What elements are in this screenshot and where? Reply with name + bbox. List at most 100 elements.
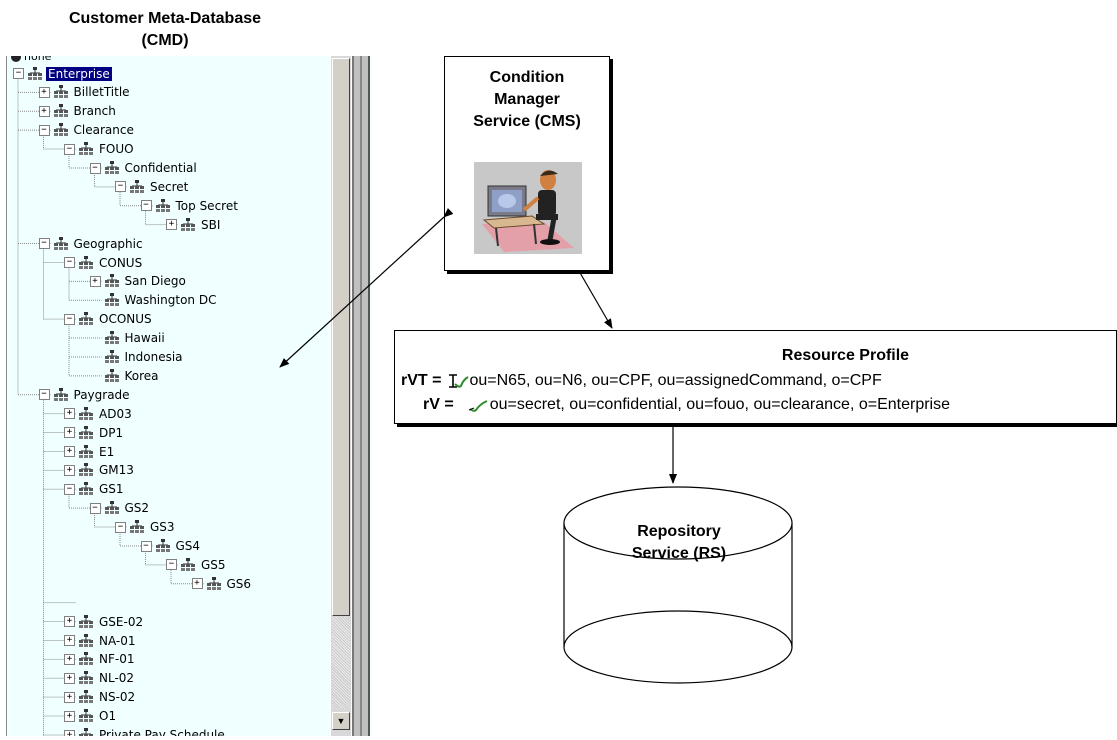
tree-node[interactable]: +NF-01 — [64, 650, 136, 669]
expand-icon[interactable]: + — [64, 653, 75, 665]
expand-icon[interactable]: + — [191, 578, 203, 590]
collapse-icon[interactable]: − — [38, 238, 50, 250]
tree-node[interactable]: Korea — [90, 366, 161, 385]
collapse-icon[interactable]: − — [115, 521, 126, 533]
collapse-icon[interactable]: − — [64, 143, 75, 155]
tree-node-label: Indonesia — [124, 350, 183, 364]
tree-node[interactable]: −GS5 — [166, 555, 228, 574]
collapse-icon[interactable]: − — [64, 483, 75, 495]
hierarchy-icon — [104, 331, 119, 345]
tree-node-label: Top Secret — [175, 198, 238, 213]
tree-node[interactable]: + Private Pay Schedule — [64, 726, 227, 736]
tree-node[interactable]: Hawaii — [90, 329, 167, 348]
collapse-icon[interactable]: − — [64, 257, 75, 268]
expand-icon[interactable]: + — [64, 616, 75, 628]
expand-icon[interactable]: + — [64, 464, 75, 476]
collapse-icon[interactable]: − — [140, 540, 152, 552]
tree-node-label: Secret — [150, 179, 189, 194]
hierarchy-icon — [104, 501, 119, 515]
tree-node[interactable]: −FOUO — [64, 140, 136, 159]
tree-node[interactable]: +NS-02 — [64, 688, 137, 707]
tree-node-label: DP1 — [99, 425, 124, 440]
tree-node[interactable]: +San Diego — [89, 272, 188, 291]
expand-icon[interactable]: + — [89, 275, 101, 287]
collapse-icon[interactable]: − — [89, 502, 101, 514]
tree-node-label: Washington DC — [124, 293, 217, 308]
expand-icon[interactable]: + — [64, 672, 75, 684]
tree-node-label: E1 — [99, 444, 115, 459]
tree-node[interactable]: Washington DC — [90, 291, 219, 310]
scrollbar-track[interactable] — [332, 617, 350, 709]
collapse-icon[interactable]: − — [13, 68, 24, 79]
tree-node[interactable]: +NA-01 — [64, 631, 138, 650]
expand-icon[interactable]: + — [64, 446, 75, 457]
expand-icon[interactable]: + — [64, 427, 75, 439]
condition-manager-service-box: Condition Manager Service (CMS) — [444, 56, 610, 271]
hierarchy-icon — [79, 463, 93, 477]
tree-node[interactable]: −GS1 — [64, 480, 126, 499]
tree-node[interactable]: −Paygrade — [38, 385, 132, 404]
tree-node[interactable]: +SBI — [166, 215, 222, 234]
tree-node[interactable]: − Geographic — [38, 234, 145, 253]
hierarchy-icon — [130, 179, 144, 193]
tree-node-label: Private Pay Schedule — [99, 728, 225, 736]
expand-icon[interactable]: + — [64, 408, 75, 420]
tree-node-label: Geographic — [73, 236, 143, 251]
tree-node[interactable]: −Confidential — [89, 159, 199, 178]
tree-node[interactable]: −CONUS — [64, 253, 144, 272]
tree-node-label: Enterprise — [46, 66, 112, 81]
tree-node[interactable]: +AD03 — [64, 404, 134, 423]
expand-icon[interactable]: + — [166, 219, 177, 231]
cms-title-line2: Manager — [494, 91, 560, 108]
resource-profile-box: Resource Profile rVT = ou=N65, ou=N6, ou… — [394, 330, 1117, 424]
tree-node[interactable]: +GSE-02 — [64, 612, 145, 631]
hierarchy-icon — [155, 539, 170, 552]
tree-node[interactable]: +GS6 — [191, 574, 254, 593]
tree-node[interactable]: +NL-02 — [64, 669, 136, 688]
cmd-tree-view[interactable]: none − Enterprise +BilletTitle+Branch−Clea… — [6, 56, 371, 736]
hierarchy-icon — [79, 142, 93, 156]
collapse-icon[interactable]: − — [166, 559, 177, 571]
repository-service-label: Repository Service (RS) — [566, 521, 792, 565]
tree-node[interactable]: − Enterprise — [13, 64, 112, 83]
expand-icon[interactable]: + — [64, 729, 75, 736]
text-cursor-check-icon — [449, 374, 470, 388]
tree-node[interactable]: + DP1 — [64, 423, 125, 442]
tree-node[interactable]: +Branch — [38, 102, 118, 121]
expand-icon[interactable]: + — [64, 691, 75, 703]
tree-node[interactable]: + E1 — [64, 442, 116, 461]
tree-node[interactable]: +BilletTitle — [38, 83, 132, 102]
tree-node[interactable]: Indonesia — [90, 348, 185, 367]
expand-icon[interactable]: + — [38, 86, 50, 98]
collapse-icon[interactable]: − — [38, 389, 50, 401]
cms-title: Condition Manager Service (CMS) — [445, 67, 609, 133]
expand-icon[interactable]: + — [64, 710, 75, 722]
collapse-icon[interactable]: − — [140, 200, 152, 212]
collapse-icon[interactable]: − — [64, 313, 75, 325]
scroll-down-arrow-icon[interactable]: ▼ — [332, 712, 350, 730]
tree-node[interactable]: − Secret — [115, 177, 190, 196]
collapse-icon[interactable]: − — [38, 124, 50, 136]
collapse-icon[interactable]: − — [89, 162, 101, 174]
tree-root-node[interactable]: none — [11, 56, 51, 63]
tree-node[interactable]: − Top Secret — [140, 196, 240, 215]
tree-root-label: none — [24, 56, 52, 63]
tree-node[interactable]: +O1 — [64, 707, 118, 726]
tree-node[interactable]: −GS4 — [140, 537, 203, 556]
tree-node[interactable]: −OCONUS — [64, 310, 154, 329]
hierarchy-icon — [79, 255, 93, 269]
tree-node[interactable]: −GS3 — [115, 518, 177, 537]
expand-icon[interactable]: + — [38, 105, 50, 117]
repository-line1: Repository — [637, 523, 721, 540]
expand-icon[interactable]: + — [64, 635, 75, 646]
hierarchy-icon — [155, 198, 170, 212]
collapse-icon[interactable]: − — [115, 181, 126, 193]
tree-node-label: Hawaii — [124, 331, 165, 346]
tree-node[interactable]: −GS2 — [89, 499, 152, 518]
tree-node[interactable]: +GM13 — [64, 461, 136, 480]
person-at-computer-icon — [474, 162, 582, 254]
hierarchy-icon — [79, 709, 93, 723]
hierarchy-icon — [206, 576, 221, 590]
tree-node[interactable]: −Clearance — [38, 121, 136, 140]
